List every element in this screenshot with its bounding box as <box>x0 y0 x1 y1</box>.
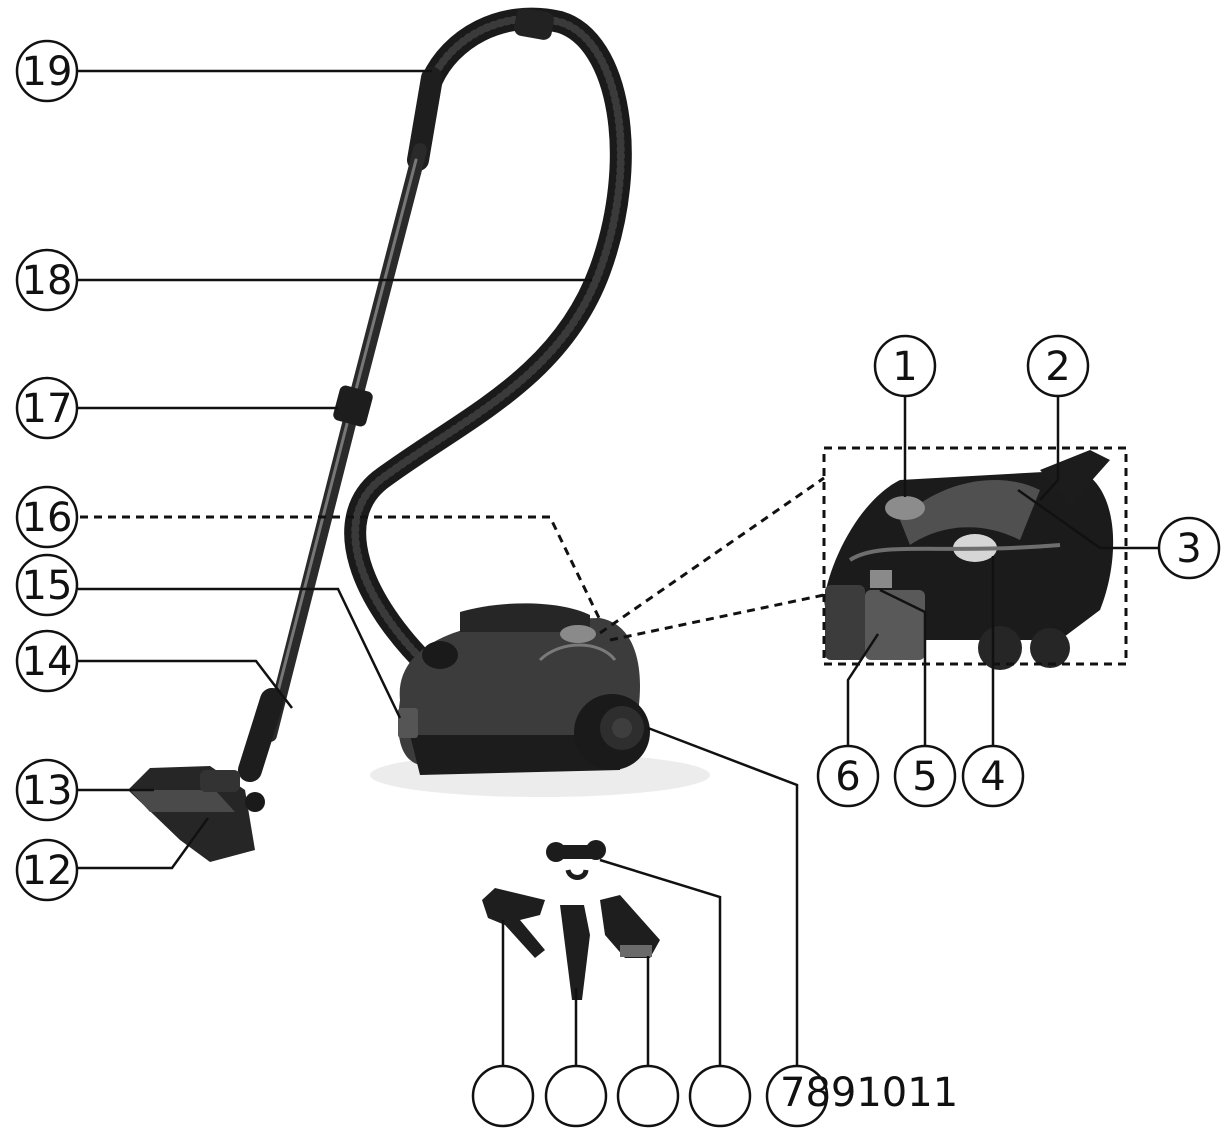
callout-16-circle <box>15 485 79 549</box>
bottom-callout-labels: 7891011 <box>780 1070 958 1116</box>
callout-17-circle <box>15 376 79 440</box>
leader-lines <box>78 69 1158 1068</box>
callout-line-16 <box>80 515 602 621</box>
callout-6: 6 <box>835 754 860 800</box>
callout-2-circle <box>1026 334 1090 398</box>
callout-15: 15 <box>22 563 73 609</box>
callout-11-circle <box>765 1064 829 1128</box>
callouts <box>15 39 1221 1128</box>
callout-8-circle <box>544 1064 608 1128</box>
detail-connectors <box>80 446 1128 666</box>
callout-7-circle <box>471 1064 535 1128</box>
callout-6-circle <box>816 744 880 808</box>
callout-10-circle <box>688 1064 752 1128</box>
callout-17: 17 <box>22 386 73 432</box>
callout-line-12 <box>78 817 210 870</box>
main-body <box>398 603 650 775</box>
callout-5: 5 <box>912 754 937 800</box>
callout-line-6 <box>846 633 880 748</box>
callout-4: 4 <box>980 754 1005 800</box>
hose <box>344 7 632 679</box>
callout-19-circle <box>15 39 79 103</box>
callout-numbers: 19 18 17 16 15 14 13 12 1 2 3 4 5 6 7891… <box>22 49 1202 1116</box>
callout-5-circle <box>893 744 957 808</box>
floor-nozzle <box>128 766 265 862</box>
callout-9-circle <box>616 1064 680 1128</box>
callout-18-circle <box>15 248 79 312</box>
tube-clip <box>333 385 373 427</box>
callout-19: 19 <box>22 49 73 95</box>
callout-4-circle <box>961 744 1025 808</box>
callout-1-circle <box>873 334 937 398</box>
callout-line-15 <box>78 587 402 719</box>
callout-14-circle <box>15 629 79 693</box>
callout-16: 16 <box>22 495 73 541</box>
callout-12: 12 <box>22 848 73 894</box>
callout-15-circle <box>15 553 79 617</box>
detail-view <box>824 450 1114 670</box>
callout-12-circle <box>15 838 79 902</box>
callout-line-3 <box>1017 488 1158 550</box>
callout-18: 18 <box>22 258 73 304</box>
callout-14: 14 <box>22 639 73 685</box>
accessories <box>482 840 660 1000</box>
callout-2: 2 <box>1045 344 1070 390</box>
callout-13: 13 <box>22 768 73 814</box>
callout-13-circle <box>15 758 79 822</box>
callout-line-5 <box>879 588 927 748</box>
vacuum-illustration <box>128 7 1114 1000</box>
callout-3-circle <box>1157 516 1221 580</box>
callout-line-14 <box>78 659 293 709</box>
callout-1: 1 <box>892 344 917 390</box>
callout-3: 3 <box>1176 526 1201 572</box>
detail-frame <box>822 446 1128 666</box>
callout-line-2 <box>1039 395 1060 501</box>
